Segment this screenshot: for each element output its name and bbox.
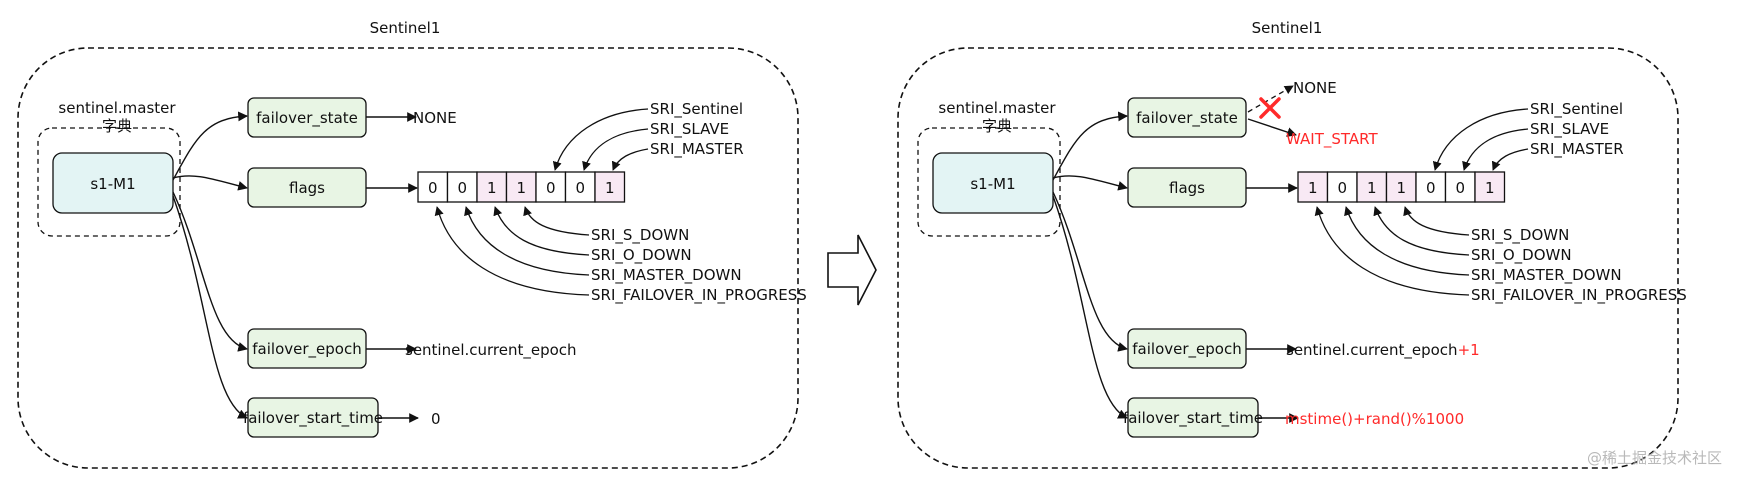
bit-cell bbox=[594, 171, 626, 203]
field-failover-start-time-label: failover_start_time bbox=[243, 409, 383, 428]
edge-flag-slave bbox=[582, 128, 649, 171]
edge-flag-failover bbox=[1314, 206, 1470, 296]
edge-flag-masterdown bbox=[464, 206, 590, 276]
flag-label-sri-sentinel: SRI_Sentinel bbox=[1530, 100, 1623, 119]
flag-label-sri-master-down: SRI_MASTER_DOWN bbox=[591, 266, 742, 285]
bit-value: 0 bbox=[575, 179, 585, 197]
bit-value: 1 bbox=[516, 179, 526, 197]
bit-value: 1 bbox=[1485, 179, 1495, 197]
bit-cell bbox=[505, 171, 537, 203]
transition-arrow bbox=[827, 234, 877, 306]
flag-label-sri-slave: SRI_SLAVE bbox=[650, 120, 729, 139]
edge-flag-sdown bbox=[523, 206, 590, 236]
epoch-value: sentinel.current_epoch+1 bbox=[1286, 341, 1480, 360]
edge-flag-odown bbox=[493, 206, 590, 256]
sentinel-boundary bbox=[17, 47, 799, 469]
edge-flag-master bbox=[1491, 148, 1529, 171]
bit-array: 0 0 1 1 0 0 1 bbox=[417, 171, 626, 203]
field-failover-state-label: failover_state bbox=[256, 109, 358, 128]
dict-label: sentinel.master bbox=[58, 99, 176, 117]
bit-value: 1 bbox=[1308, 179, 1318, 197]
field-failover-epoch-label: failover_epoch bbox=[1132, 340, 1241, 359]
bit-cell bbox=[446, 171, 478, 203]
edge-node-flags bbox=[172, 175, 248, 191]
master-node-label: s1-M1 bbox=[970, 175, 1015, 193]
state-new-value: WAIT_START bbox=[1286, 130, 1378, 149]
dict-label: sentinel.master bbox=[938, 99, 1056, 117]
epoch-value: sentinel.current_epoch bbox=[405, 341, 577, 360]
flag-label-sri-failover: SRI_FAILOVER_IN_PROGRESS bbox=[1471, 286, 1687, 305]
field-flags-label: flags bbox=[289, 179, 325, 197]
bit-cell bbox=[1474, 171, 1506, 203]
edge-state-new bbox=[1247, 118, 1297, 137]
edge-flag-sentinel bbox=[1432, 108, 1529, 171]
flag-label-sri-master: SRI_MASTER bbox=[650, 140, 744, 159]
panel-before: Sentinel1 sentinel.master 字典 s1-M1 failo… bbox=[17, 19, 807, 469]
dict-group bbox=[917, 127, 1061, 237]
edge-node-state bbox=[1052, 111, 1128, 181]
bit-cell bbox=[1297, 171, 1329, 203]
field-failover-epoch-label: failover_epoch bbox=[252, 340, 361, 359]
edge-node-starttime bbox=[172, 195, 248, 419]
edge-node-epoch bbox=[172, 191, 248, 352]
flag-label-sri-master: SRI_MASTER bbox=[1530, 140, 1624, 159]
start-time-value: mstime()+rand()%1000 bbox=[1285, 410, 1464, 428]
master-node bbox=[52, 152, 174, 214]
bit-value: 1 bbox=[605, 179, 615, 197]
bit-value: 0 bbox=[1337, 179, 1347, 197]
edge-flag-masterdown bbox=[1344, 206, 1470, 276]
bit-value: 0 bbox=[457, 179, 467, 197]
bit-value: 0 bbox=[1455, 179, 1465, 197]
epoch-suffix: +1 bbox=[1458, 341, 1480, 359]
edge-node-starttime bbox=[1052, 195, 1128, 419]
panel-title: Sentinel1 bbox=[1252, 19, 1323, 37]
edge-flag-odown bbox=[1373, 206, 1470, 256]
flag-label-sri-master-down: SRI_MASTER_DOWN bbox=[1471, 266, 1622, 285]
bit-array: 1 0 1 1 0 0 1 bbox=[1297, 171, 1506, 203]
flag-label-sri-s-down: SRI_S_DOWN bbox=[591, 226, 689, 245]
edge-node-state bbox=[172, 111, 248, 181]
flag-label-sri-sentinel: SRI_Sentinel bbox=[650, 100, 743, 119]
flag-label-sri-o-down: SRI_O_DOWN bbox=[1471, 246, 1572, 265]
edge-flag-sentinel bbox=[552, 108, 649, 171]
flag-label-sri-s-down: SRI_S_DOWN bbox=[1471, 226, 1569, 245]
flag-label-sri-slave: SRI_SLAVE bbox=[1530, 120, 1609, 139]
state-value: NONE bbox=[413, 109, 457, 127]
field-failover-start-time-label: failover_start_time bbox=[1123, 409, 1263, 428]
flag-label-sri-o-down: SRI_O_DOWN bbox=[591, 246, 692, 265]
flag-label-sri-failover: SRI_FAILOVER_IN_PROGRESS bbox=[591, 286, 807, 305]
dict-label-2: 字典 bbox=[982, 117, 1012, 135]
panel-after: Sentinel1 sentinel.master 字典 s1-M1 failo… bbox=[897, 19, 1687, 469]
panel-title: Sentinel1 bbox=[370, 19, 441, 37]
edge-flag-failover bbox=[434, 206, 590, 296]
master-node bbox=[932, 152, 1054, 214]
field-flags-label: flags bbox=[1169, 179, 1205, 197]
master-node-label: s1-M1 bbox=[90, 175, 135, 193]
watermark: @稀土掘金技术社区 bbox=[1587, 449, 1722, 467]
bit-value: 1 bbox=[1396, 179, 1406, 197]
bit-value: 0 bbox=[428, 179, 438, 197]
edge-flag-master bbox=[611, 148, 649, 171]
bit-value: 1 bbox=[487, 179, 497, 197]
bit-cell bbox=[1385, 171, 1417, 203]
edge-node-epoch bbox=[1052, 191, 1128, 352]
field-failover-state-label: failover_state bbox=[1136, 109, 1238, 128]
state-old-value: NONE bbox=[1293, 79, 1337, 97]
edge-flag-slave bbox=[1462, 128, 1529, 171]
dict-label-2: 字典 bbox=[102, 117, 132, 135]
field-failover-state bbox=[1127, 97, 1247, 138]
bit-cell bbox=[1444, 171, 1476, 203]
bit-value: 0 bbox=[546, 179, 556, 197]
bit-value: 1 bbox=[1367, 179, 1377, 197]
edge-node-flags bbox=[1052, 175, 1128, 191]
edge-flag-sdown bbox=[1403, 206, 1470, 236]
bit-value: 0 bbox=[1426, 179, 1436, 197]
start-time-value: 0 bbox=[431, 410, 441, 428]
sentinel-boundary bbox=[897, 47, 1679, 469]
dict-group bbox=[37, 127, 181, 237]
cross-icon bbox=[1259, 97, 1281, 119]
